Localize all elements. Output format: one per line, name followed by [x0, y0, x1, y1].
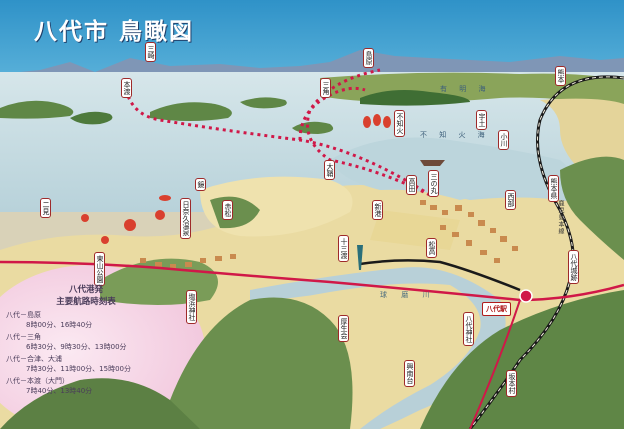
tag-shiranuhi: 不知火: [394, 110, 405, 137]
tag-hinaku-onsen: 日奈久温泉: [180, 198, 191, 239]
tag-higashiyama: 東山公園: [94, 252, 105, 286]
island: [150, 102, 232, 121]
station-label: 八代駅: [482, 302, 511, 316]
kagoshima-line-ties: [469, 76, 624, 429]
route-times: 8時00分、16時40分: [26, 321, 93, 329]
mountain: [160, 297, 353, 429]
tag-misaki: 三崎: [145, 42, 156, 62]
route-name: 八代－本渡（大門）: [6, 377, 69, 385]
route-times: 6時30分、9時30分、13時00分: [26, 343, 127, 351]
route-times: 7時40分、13時40分: [26, 387, 93, 395]
ship: [420, 160, 445, 166]
timetable-title: 八代港発: [68, 285, 103, 295]
tag-kumamoto: 熊本: [555, 66, 566, 86]
island: [360, 90, 470, 106]
shiranui-sea-label: 不 知 火 海: [420, 131, 490, 139]
station-marker: [519, 289, 533, 303]
tag-sannomaru: 三の丸: [428, 170, 439, 197]
tag-ashitaka: 赤松: [222, 200, 233, 220]
route-name: 八代－合津、大浦: [6, 355, 62, 363]
tag-uto: 宇土: [476, 110, 487, 130]
ferry-timetable: 八代港発 主要航路時刻表 八代－島原 8時00分、16時40分 八代－三角 6時…: [6, 283, 156, 396]
kuma-river-label: 球 磨 川: [380, 291, 436, 299]
tag-yatsushiro-shrine: 八代神社: [463, 312, 474, 346]
route-name: 八代－島原: [6, 311, 41, 319]
ariake-sea-label: 有 明 海: [440, 85, 491, 93]
kagoshima-line-label: 鹿児島本線: [557, 200, 564, 235]
tag-kagami: 鏡: [195, 178, 206, 191]
mountain: [560, 156, 624, 260]
island: [70, 111, 113, 125]
tag-jyuusan: 十三渡: [338, 235, 349, 262]
tag-shimabara: 島原: [363, 48, 374, 68]
tag-shinko: 新港: [372, 200, 383, 220]
tag-kaihin: 熊本県: [548, 175, 559, 202]
road-south: [469, 299, 521, 429]
route-name: 八代－三角: [6, 333, 41, 341]
tag-ogawa: 小川: [498, 130, 509, 150]
tag-kitagawa: 厚生会: [338, 315, 349, 342]
island: [0, 100, 74, 119]
reclaimed-land: [370, 210, 460, 250]
map-title: 八代市 鳥瞰図: [34, 18, 195, 45]
shiranui-sea: [330, 137, 570, 200]
tag-shinjin: 松高: [426, 238, 437, 258]
tower: [357, 245, 363, 270]
tag-oshima: 大鞘: [324, 160, 335, 180]
tag-aso: 興南台: [404, 360, 415, 387]
tag-hondo: 本渡: [121, 78, 132, 98]
branch-rail: [359, 259, 521, 292]
tag-sakamoto: 坂本村: [506, 370, 517, 397]
route-times: 7時30分、11時00分、15時00分: [26, 365, 131, 373]
tag-shiohama: 塩浜神社: [186, 290, 197, 324]
tag-futami: 二見: [40, 198, 51, 218]
main-road: [0, 260, 624, 302]
tag-yatsushiro-jou: 八代城跡: [568, 250, 579, 284]
tag-kasuga: 高田: [406, 175, 417, 195]
timetable-subtitle: 主要航路時刻表: [56, 297, 116, 307]
tag-misumi: 三角: [320, 78, 331, 98]
shiranui-fire: [363, 114, 391, 128]
blossom-area: [0, 265, 205, 429]
seafood-decorations: [81, 195, 171, 244]
tag-koukai: 西部: [505, 190, 516, 210]
town-buildings: [140, 200, 518, 269]
mountain: [0, 378, 200, 429]
island: [240, 97, 287, 109]
